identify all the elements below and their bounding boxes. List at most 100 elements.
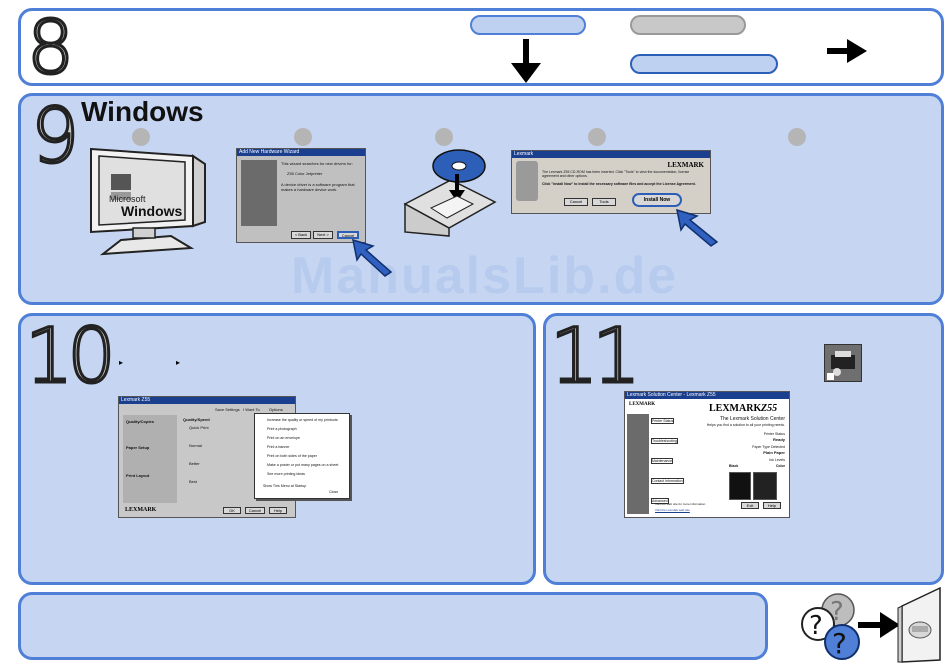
step9-heading: Windows [81, 96, 204, 127]
solution-footer: Visit our web site for more information [655, 502, 706, 506]
normal-option[interactable]: Normal [189, 443, 202, 448]
popup-item-6[interactable]: Make a poster or put many pages on a she… [267, 463, 339, 467]
popup-item-2[interactable]: Print a photograph [267, 427, 297, 431]
svg-text:?: ? [832, 627, 847, 660]
show-menu-checkbox[interactable]: Show This Menu at Startup [263, 484, 307, 488]
black-cartridge-icon [729, 472, 751, 500]
paper-type-label: Paper Type Detected [752, 445, 785, 449]
watermark: ManualsLib.de [291, 247, 679, 305]
help-question-icon: ? ? ? [801, 593, 860, 660]
right-arrow-icon [858, 612, 900, 638]
wizard-graphic [241, 160, 277, 226]
properties-title: Lexmark Z55 [119, 397, 295, 404]
solution-help-button[interactable]: Help [763, 502, 781, 509]
cd-icon [403, 149, 497, 237]
solution-model: Z55 [761, 403, 778, 414]
tab-contact[interactable]: Contact Information [651, 478, 684, 484]
breadcrumb-arrow-1: ▸ [119, 358, 124, 367]
ink-levels-label: Ink Levels [769, 458, 785, 462]
substep-dot-5 [788, 128, 806, 146]
step11-number: 11 [549, 311, 643, 400]
tab-maintenance[interactable]: Maintenance [651, 458, 674, 464]
pointer-arrow-icon [676, 208, 719, 247]
tab-paper-setup[interactable]: Paper Setup [126, 445, 150, 450]
lexmark-installer-screenshot: Lexmark LEXMARK The Lexmark Z55 CD-ROM h… [511, 150, 711, 214]
popup-item-1[interactable]: Increase the quality or speed of my prin… [267, 418, 338, 422]
step8-grey-pill [630, 15, 746, 35]
wizard-line1: This wizard searches for new drivers for… [281, 161, 353, 166]
wizard-back-button[interactable]: < Back [291, 231, 311, 239]
wizard-cancel-button[interactable]: Cancel [337, 231, 359, 239]
step8-blue-pill-top [470, 15, 586, 35]
installer-cancel-button[interactable]: Cancel [564, 198, 588, 206]
ink-color-label: Color [775, 464, 785, 468]
step8-blue-pill-bottom [630, 54, 778, 74]
right-arrow-icon [827, 39, 867, 63]
quality-speed-label: Quality/Speed [183, 417, 210, 422]
tab-advanced[interactable]: Advanced [651, 498, 669, 504]
tab-print-layout[interactable]: Print Layout [126, 473, 150, 478]
tab-printer-status[interactable]: Printer Status [651, 418, 675, 424]
installer-install-button[interactable]: Install Now [632, 193, 682, 207]
popup-item-3[interactable]: Print on an envelope [267, 436, 300, 440]
best-option[interactable]: Best [189, 479, 198, 484]
step10-number: 10 [24, 311, 118, 400]
hardware-wizard-screenshot: Add New Hardware Wizard This wizard sear… [236, 148, 366, 243]
wizard-line3: A device driver is a software program th… [281, 182, 355, 192]
printer-shortcut-icon[interactable] [824, 344, 862, 382]
solution-brand-large: LEXMARK [709, 403, 762, 414]
paper-type-value: Plain Paper [763, 450, 785, 455]
quick-print-option[interactable]: Quick Print [189, 425, 209, 430]
options-menu[interactable]: Options [269, 407, 283, 412]
step11-panel: 11 Lexmark Solution Center - Lexmark Z55… [543, 313, 944, 585]
substep-dot-4 [588, 128, 606, 146]
solution-subheading: Helps you find a solution to all your pr… [706, 423, 785, 427]
popup-close-link[interactable]: Close [329, 490, 339, 494]
wizard-line2: Z55 Color Jetprinter [287, 171, 323, 176]
i-want-to-menu[interactable]: I Want To [243, 407, 260, 412]
printer-status-label: Printer Status [763, 432, 785, 436]
ink-black-label: Black [729, 464, 739, 468]
svg-text:Microsoft: Microsoft [109, 194, 146, 204]
solution-footer-link[interactable]: Visit the Lexmark web site [655, 508, 690, 512]
svg-text:?: ? [809, 611, 823, 641]
better-option[interactable]: Better [189, 461, 200, 466]
tab-troubleshooting[interactable]: Troubleshooting [651, 438, 678, 444]
step8-panel: 8 [18, 5, 944, 91]
properties-tab-column: Quality/Copies Paper Setup Print Layout [123, 415, 177, 503]
printer-status-value: Ready [772, 437, 785, 442]
hardware-wizard-title: Add New Hardware Wizard [237, 149, 365, 156]
wizard-next-button[interactable]: Next > [313, 231, 333, 239]
solution-center-screenshot: Lexmark Solution Center - Lexmark Z55 LE… [624, 391, 790, 518]
popup-item-7[interactable]: See more printing ideas [267, 472, 305, 476]
step10-panel: 10 ▸ ▸ Lexmark Z55 Save Settings I Want … [18, 313, 536, 585]
installer-cd-graphic [516, 161, 538, 201]
popup-item-4[interactable]: Print a banner [267, 445, 290, 449]
substep-dot-1 [132, 128, 150, 146]
properties-ok-button[interactable]: OK [223, 507, 241, 514]
substep-dot-2 [294, 128, 312, 146]
down-arrow-icon [511, 39, 541, 83]
popup-item-5[interactable]: Print on both sides of the paper [267, 454, 317, 458]
solution-exit-button[interactable]: Exit [741, 502, 759, 509]
save-settings-menu[interactable]: Save Settings [215, 407, 240, 412]
manual-book-icon [897, 586, 941, 663]
solution-center-title: Lexmark Solution Center - Lexmark Z55 [625, 392, 789, 399]
installer-line2: Click "Install Now" to install the neces… [542, 182, 696, 186]
step8-number: 8 [25, 5, 75, 91]
properties-cancel-button[interactable]: Cancel [245, 507, 265, 514]
step9-number: 9 [29, 91, 80, 180]
color-cartridge-icon [753, 472, 777, 500]
svg-text:Windows: Windows [121, 203, 183, 219]
brand-label: LEXMARK [125, 507, 157, 513]
substep-dot-3 [435, 128, 453, 146]
tab-quality-copies[interactable]: Quality/Copies [126, 419, 155, 424]
installer-tools-button[interactable]: Tools [592, 198, 616, 206]
monitor-icon: Microsoft Windows [90, 147, 206, 256]
solution-tab-strip [627, 414, 649, 514]
help-panel [18, 592, 768, 660]
properties-help-button[interactable]: Help [269, 507, 287, 514]
solution-heading: The Lexmark Solution Center [719, 416, 785, 422]
solution-brand: LEXMARK [629, 402, 656, 407]
i-want-to-popup: Increase the quality or speed of my prin… [254, 413, 350, 499]
